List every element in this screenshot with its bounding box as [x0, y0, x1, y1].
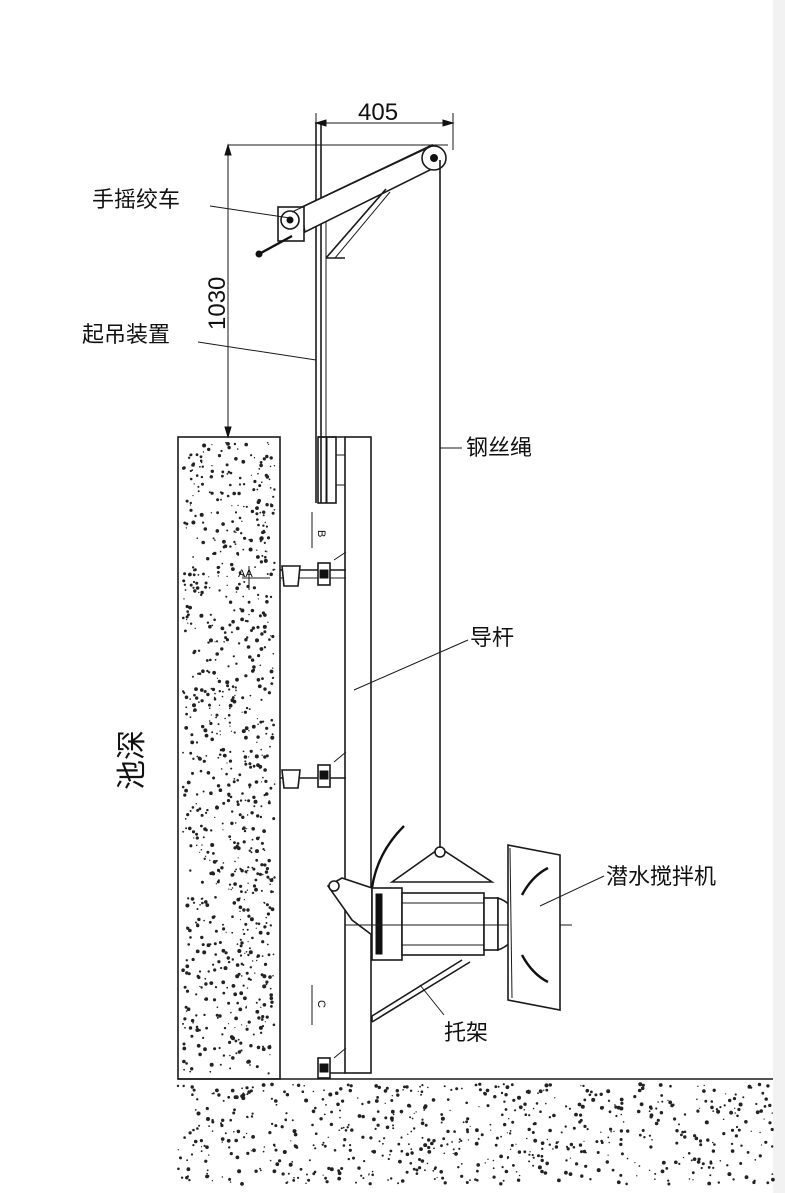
- guide-rod-plate: [317, 436, 372, 1074]
- label-pool-wall: 池深: [116, 730, 149, 790]
- label-guide-rod: 导杆: [470, 625, 514, 650]
- ground-slab: [176, 1078, 775, 1186]
- label-wire-rope: 钢丝绳: [466, 435, 532, 460]
- right-margin-strip: [773, 0, 785, 1193]
- section-mark-a: AA: [238, 568, 253, 580]
- winch-crank-handle: [258, 234, 293, 256]
- concrete-wall: [177, 436, 281, 1080]
- support-bracket: [371, 959, 471, 1023]
- wire-rope: [291, 146, 441, 840]
- label-winch: 手摇绞车: [92, 187, 180, 212]
- section-c-mark: C: [311, 985, 327, 1025]
- label-bracket: 托架: [444, 1020, 488, 1045]
- dimension-width-text: 405: [358, 99, 398, 126]
- label-mixer: 潜水搅拌机: [606, 864, 716, 889]
- upper-clamp: AA: [238, 551, 347, 590]
- hoist-post: [315, 122, 327, 503]
- section-mark-b: B: [315, 530, 327, 537]
- label-hoist: 起吊装置: [82, 322, 170, 347]
- hand-winch: [255, 206, 305, 258]
- section-b-mark: B: [311, 512, 327, 548]
- middle-clamp: [280, 751, 347, 789]
- bottom-clamp: [317, 1047, 347, 1079]
- dimension-width: 405: [314, 99, 455, 150]
- dimension-height: 1030: [204, 143, 448, 439]
- ground-speckle: [176, 1082, 775, 1186]
- wall-speckle: [181, 441, 276, 1075]
- leader-lines: [197, 205, 605, 1016]
- submersible-mixer: [326, 825, 572, 1011]
- dimension-height-text: 1030: [204, 277, 231, 330]
- section-mark-c: C: [315, 1000, 327, 1008]
